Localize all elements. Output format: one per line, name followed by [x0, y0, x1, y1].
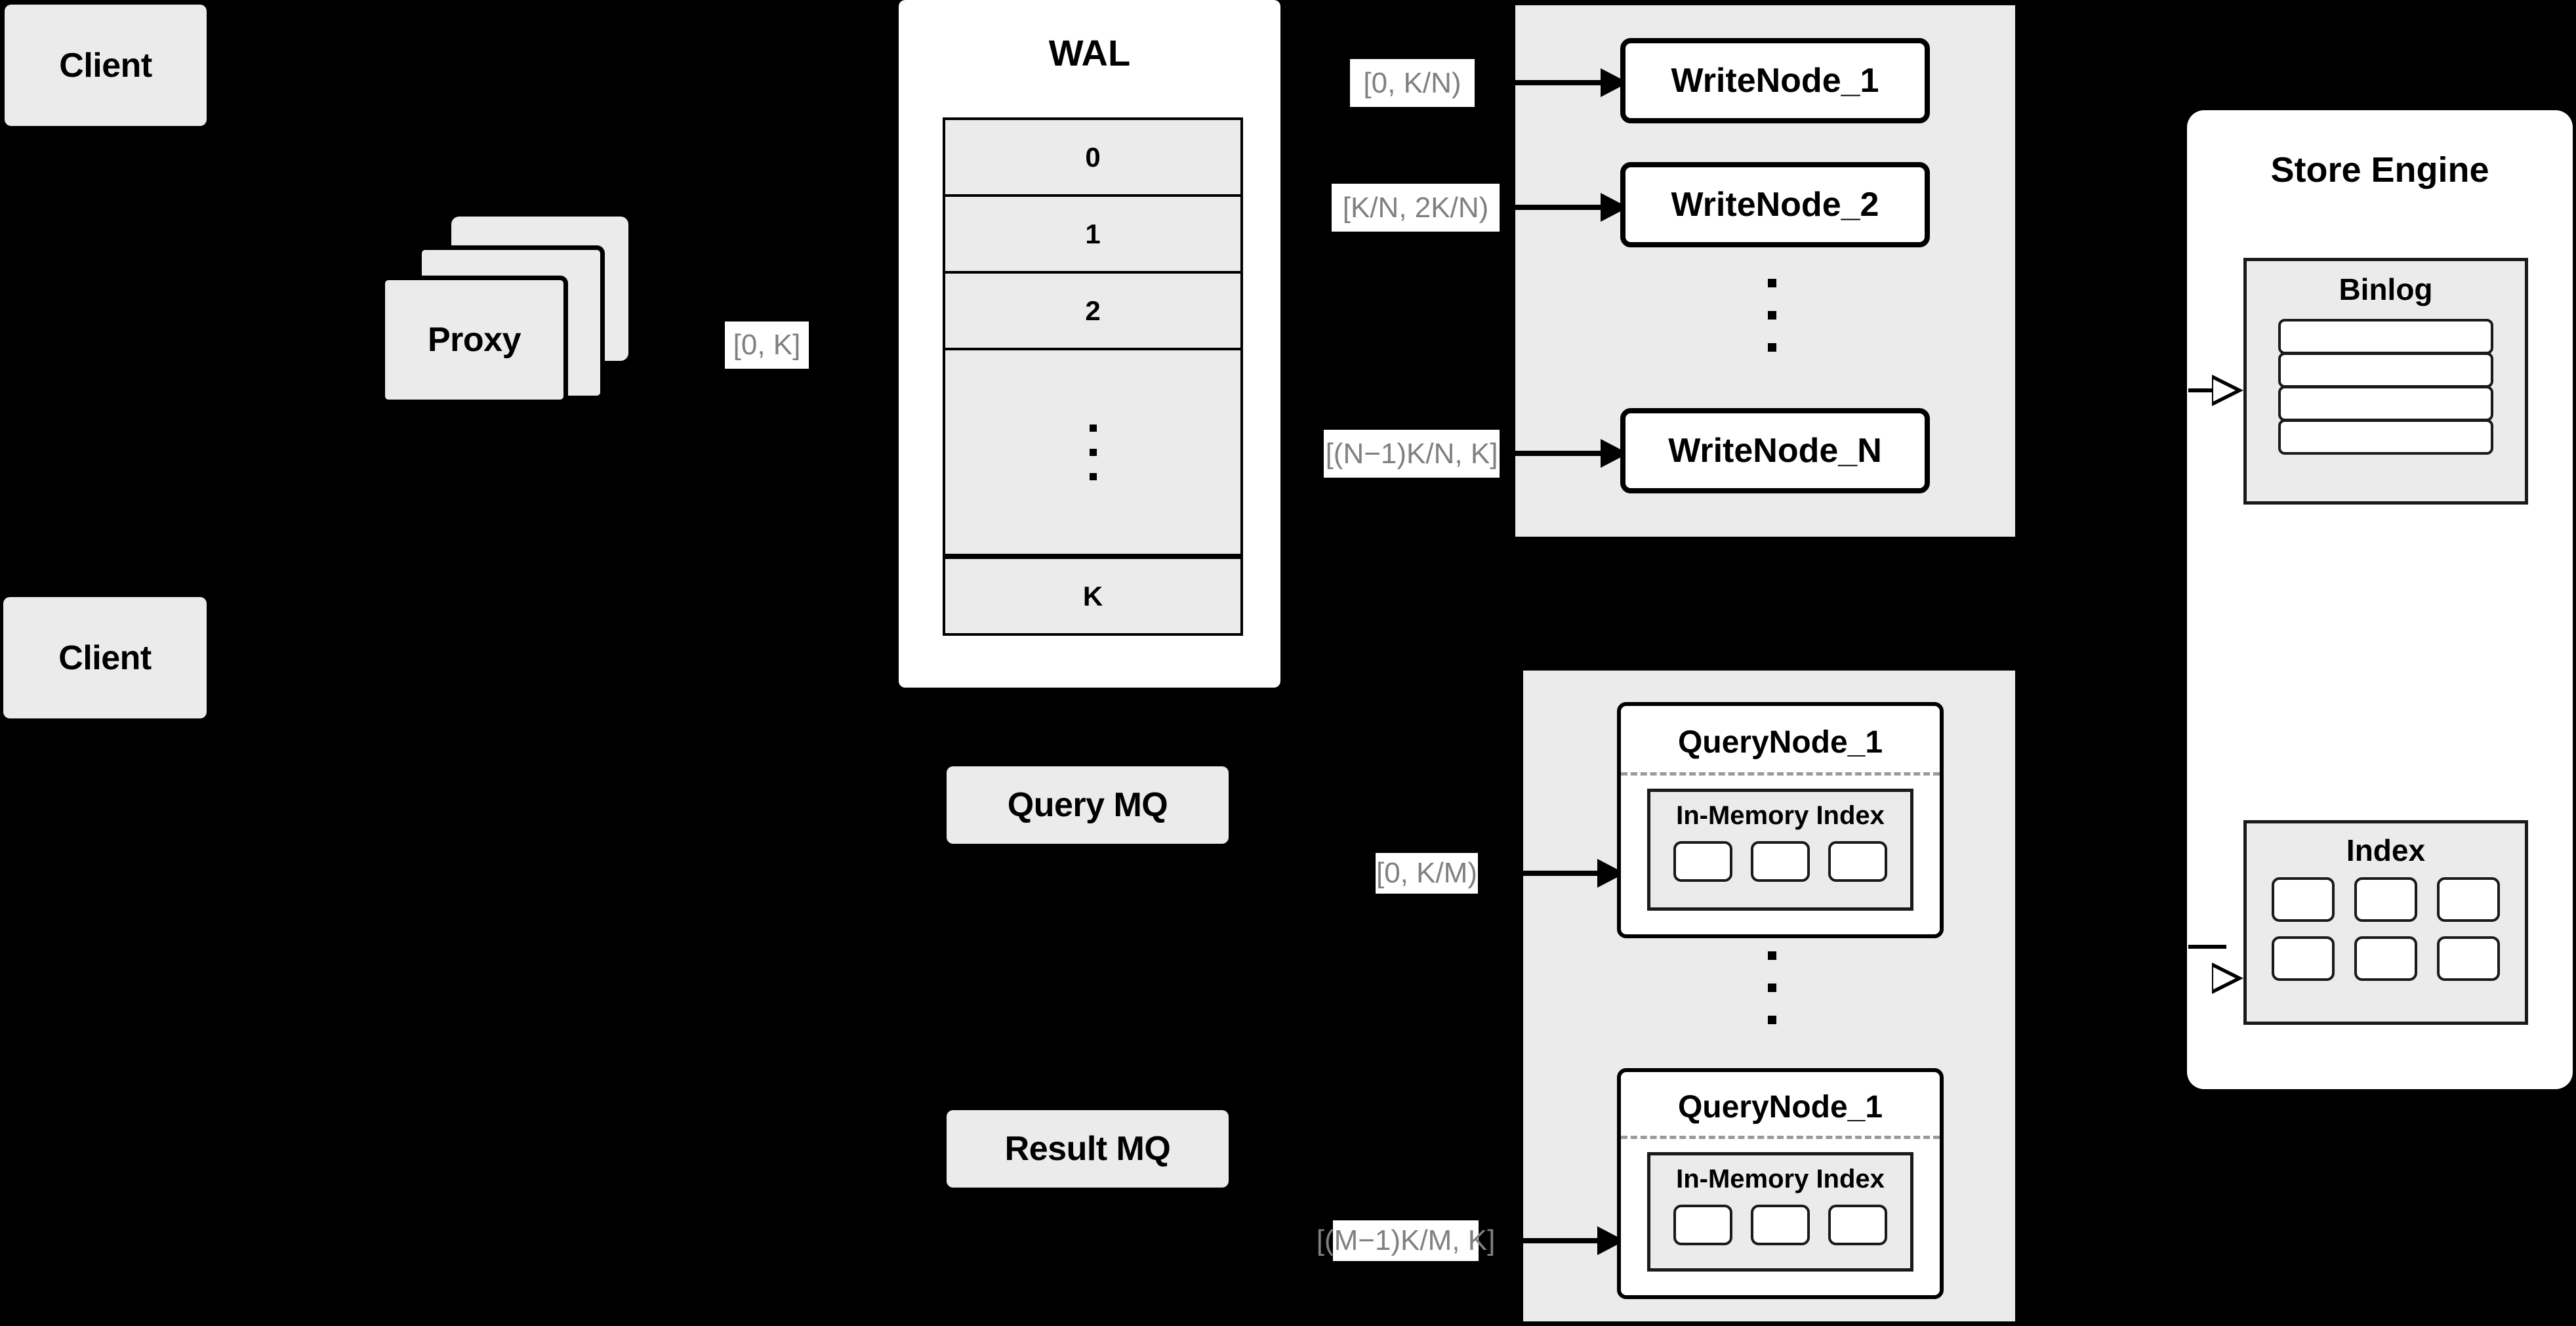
interval-label-write-node-1-text: [0, K/N): [1363, 66, 1462, 99]
arrow-head-to-binlog: [2212, 375, 2243, 406]
vertical-ellipsis-dot: [1089, 472, 1097, 480]
query-node-label-1: QueryNode_1: [1677, 725, 1883, 760]
interval-label-query-node-1: [0, K/M): [1376, 853, 1478, 894]
wal-row-k: K: [945, 556, 1240, 633]
write-node-label-2: WriteNode_2: [1671, 186, 1879, 224]
index-chip: [2354, 877, 2417, 922]
interval-label-query-node-1-text: [0, K/M): [1376, 857, 1478, 889]
client-label-1: Client: [59, 46, 152, 85]
proxy-card-front[interactable]: Proxy: [380, 276, 568, 404]
client-label-2: Client: [58, 638, 152, 677]
query-mq-box[interactable]: Query MQ: [947, 766, 1229, 844]
index-title: Index: [2346, 833, 2426, 867]
arrow-line-write-n: [1515, 451, 1605, 456]
write-node-label-n: WriteNode_N: [1668, 432, 1882, 470]
query-node-divider-1: [1621, 772, 1940, 776]
wal-row-0-label: 0: [1085, 141, 1101, 173]
query-node-divider-2: [1621, 1136, 1940, 1139]
write-node-ellipsis: [1768, 279, 1776, 352]
wal-row-k-label: K: [1082, 580, 1103, 611]
binlog-bar: [2278, 319, 2493, 354]
in-memory-index-box-1: In-Memory Index: [1647, 789, 1913, 911]
in-memory-index-box-2: In-Memory Index: [1647, 1152, 1913, 1272]
vertical-ellipsis-dot: [1768, 279, 1776, 287]
proxy-stack[interactable]: Proxy: [380, 217, 669, 426]
interval-label-query-node-m: [(M−1)K/M, K]: [1317, 1220, 1495, 1261]
query-node-label-2: QueryNode_1: [1677, 1090, 1883, 1125]
vertical-ellipsis-dot: [1768, 311, 1776, 320]
vertical-ellipsis-dot: [1089, 448, 1097, 456]
arrow-line-to-index: [2188, 945, 2226, 949]
vertical-ellipsis-dot: [1768, 343, 1776, 352]
interval-label-proxy-to-wal-text: [0, K]: [733, 329, 801, 361]
index-chip: [1673, 1205, 1732, 1245]
interval-label-write-node-n-text: [(N−1)K/N, K]: [1325, 437, 1498, 470]
index-chip: [1751, 1205, 1810, 1245]
interval-label-query-node-m-text: [(M−1)K/M, K]: [1316, 1224, 1496, 1256]
index-chip: [2272, 877, 2335, 922]
arrow-line-write-2: [1515, 205, 1605, 210]
result-mq-label: Result MQ: [1004, 1130, 1171, 1168]
in-memory-index-title-1: In-Memory Index: [1676, 801, 1885, 830]
wal-row-2: 2: [945, 274, 1240, 350]
index-chip: [2354, 936, 2417, 981]
index-box: Index: [2243, 820, 2528, 1025]
interval-label-write-node-n: [(N−1)K/N, K]: [1324, 430, 1500, 478]
wal-row-1: 1: [945, 197, 1240, 274]
vertical-ellipsis-dot: [1768, 951, 1776, 960]
write-node-label-1: WriteNode_1: [1671, 62, 1879, 100]
interval-label-proxy-to-wal: [0, K]: [725, 321, 809, 369]
store-engine-box: Store Engine Binlog Index: [2187, 110, 2573, 1089]
index-chip: [2272, 936, 2335, 981]
interval-label-write-node-1: [0, K/N): [1350, 59, 1475, 107]
result-mq-box[interactable]: Result MQ: [947, 1110, 1229, 1188]
wal-row-1-label: 1: [1085, 218, 1101, 249]
wal-row-ellipsis: [945, 350, 1240, 556]
index-chip: [1828, 841, 1887, 882]
wal-title: WAL: [1048, 32, 1131, 73]
in-memory-index-title-2: In-Memory Index: [1676, 1165, 1885, 1193]
index-chip: [2437, 936, 2500, 981]
write-node-card-2[interactable]: WriteNode_2: [1620, 162, 1930, 247]
vertical-ellipsis-dot: [1089, 424, 1097, 432]
proxy-label: Proxy: [427, 321, 521, 359]
arrow-line-to-binlog: [2188, 388, 2226, 392]
arrow-head-to-index: [2212, 963, 2243, 994]
binlog-bar: [2278, 419, 2493, 455]
wal-table: 0 1 2 K: [943, 117, 1243, 636]
index-chip: [1751, 841, 1810, 882]
store-engine-title: Store Engine: [2270, 150, 2489, 190]
vertical-ellipsis-dot: [1768, 1016, 1776, 1024]
write-node-card-1[interactable]: WriteNode_1: [1620, 38, 1930, 123]
arrow-line-write-1: [1515, 80, 1605, 85]
binlog-box: Binlog: [2243, 258, 2528, 505]
query-node-card-2[interactable]: QueryNode_1 In-Memory Index: [1617, 1068, 1944, 1299]
index-chip: [1828, 1205, 1887, 1245]
wal-row-0: 0: [945, 120, 1240, 197]
wal-container: WAL 0 1 2 K: [899, 0, 1280, 688]
index-chip: [2437, 877, 2500, 922]
wal-row-2-label: 2: [1085, 295, 1101, 326]
interval-label-write-node-2: [K/N, 2K/N): [1332, 184, 1500, 232]
client-box-2[interactable]: Client: [3, 597, 207, 718]
vertical-ellipsis-dot: [1768, 984, 1776, 992]
interval-label-write-node-2-text: [K/N, 2K/N): [1342, 191, 1489, 224]
index-chip: [1673, 841, 1732, 882]
query-node-ellipsis: [1768, 951, 1776, 1024]
query-node-card-1[interactable]: QueryNode_1 In-Memory Index: [1617, 702, 1944, 938]
binlog-title: Binlog: [2339, 272, 2433, 306]
arrow-line-query-1: [1523, 871, 1602, 876]
query-mq-label: Query MQ: [1007, 786, 1168, 824]
binlog-bar: [2278, 386, 2493, 421]
client-box-1[interactable]: Client: [5, 5, 207, 126]
arrow-line-query-m: [1523, 1238, 1602, 1243]
write-node-card-n[interactable]: WriteNode_N: [1620, 408, 1930, 493]
binlog-bar: [2278, 352, 2493, 388]
